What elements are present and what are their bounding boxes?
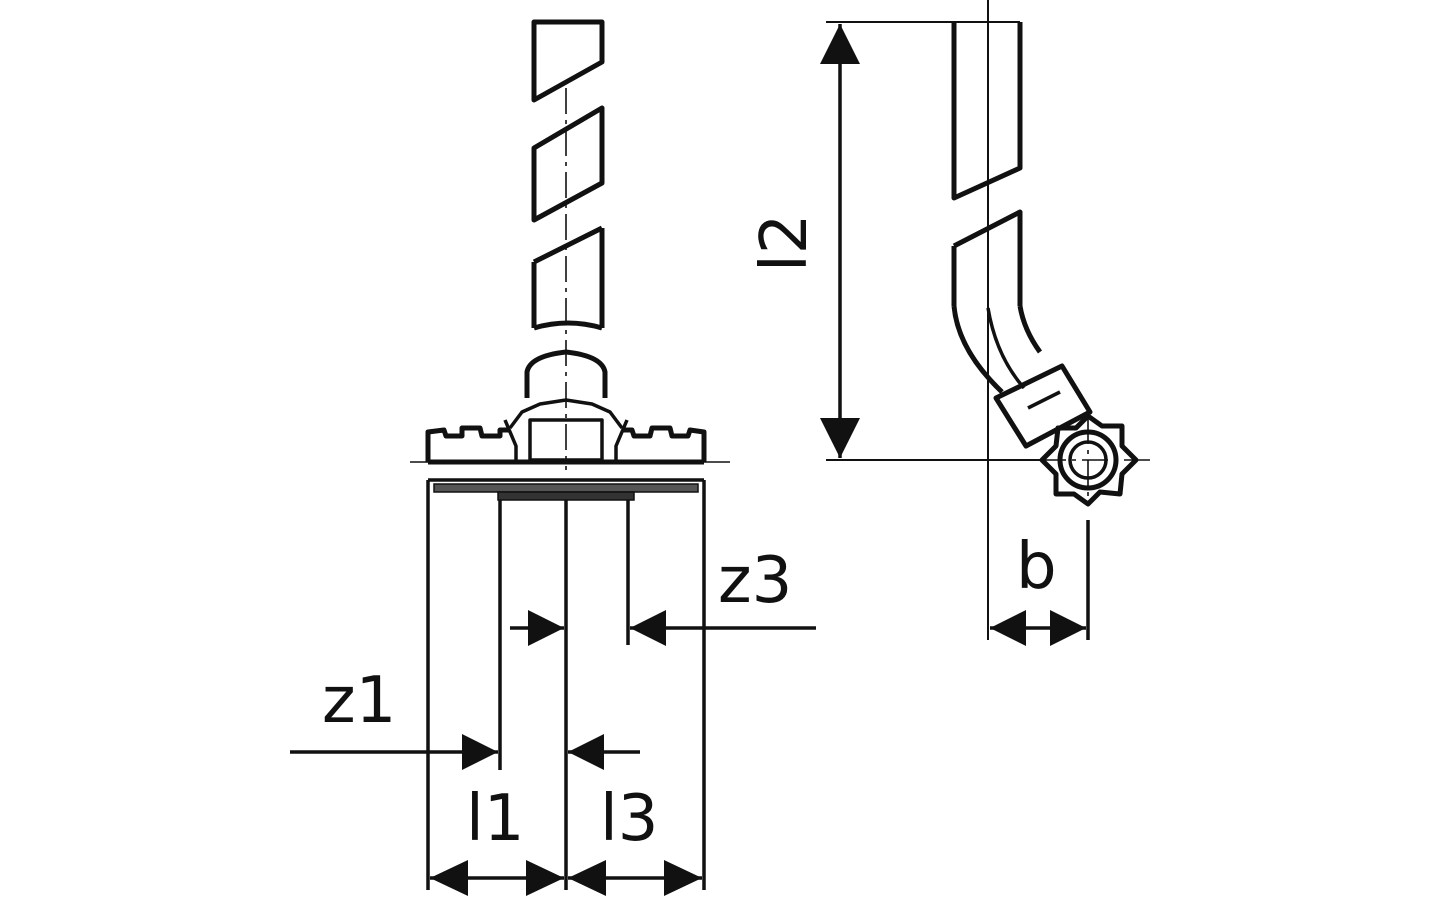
side-pipe [951, 0, 1043, 640]
front-extension-lines [426, 480, 706, 890]
label-l3: l3 [600, 782, 659, 856]
label-l1: l1 [466, 782, 525, 856]
dimension-l1 [430, 860, 564, 896]
dimension-b [990, 610, 1086, 646]
front-pipe [531, 19, 605, 331]
label-b: b [1016, 530, 1057, 604]
side-elbow-collar [993, 363, 1093, 449]
dimension-l3 [568, 860, 702, 896]
label-z3: z3 [718, 544, 792, 618]
side-extension-lines [826, 21, 1090, 640]
dimension-l2 [820, 24, 860, 458]
label-z1: z1 [322, 664, 396, 738]
front-view: z1 z3 l1 l3 [290, 19, 816, 896]
label-l2: l2 [748, 214, 822, 273]
dimension-z3 [510, 610, 816, 646]
side-view: l2 b [748, 0, 1150, 646]
dimension-z1 [290, 734, 640, 770]
